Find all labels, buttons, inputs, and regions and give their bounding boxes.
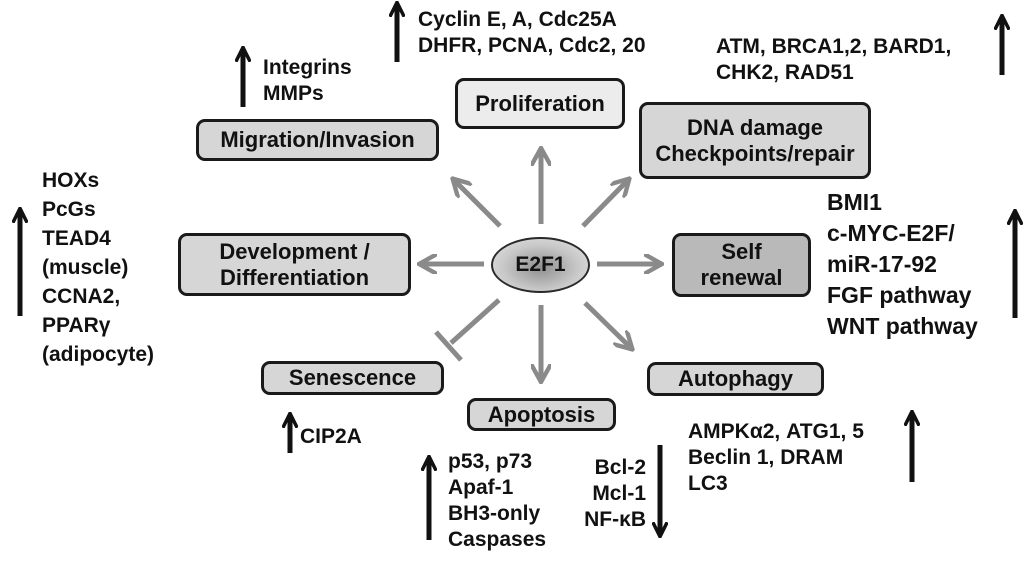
self-renewal-label-line1: Self — [721, 239, 762, 264]
dna-damage-label-line2: Checkpoints/repair — [655, 140, 855, 166]
development-gene-list: HOXs PcGs TEAD4 (muscle) CCNA2, PPARγ (a… — [42, 166, 154, 369]
senescence-gene-list: CIP2A — [300, 424, 362, 450]
gene-list-line: miR-17-92 — [827, 251, 937, 277]
e2f1-label: E2F1 — [515, 253, 566, 276]
self-renewal-box: Self renewal — [672, 233, 811, 297]
gene-list-line: (muscle) — [42, 256, 129, 279]
migration-label: Migration/Invasion — [220, 127, 415, 152]
autophagy-box: Autophagy — [647, 362, 824, 396]
apoptosis-label: Apoptosis — [487, 401, 596, 427]
apoptosis-box: Apoptosis — [467, 398, 616, 431]
gene-list-line: HOXs — [42, 169, 100, 192]
gene-list-line: DHFR, PCNA, Cdc2, 20 — [418, 34, 646, 57]
senescence-box: Senescence — [261, 361, 444, 395]
edge-migration — [454, 180, 502, 228]
gene-list-line: BH3-only — [448, 502, 541, 525]
gene-list-line: c-MYC-E2F/ — [827, 220, 955, 246]
migration-box: Migration/Invasion — [196, 119, 439, 161]
gene-list-line: (adipocyte) — [42, 343, 155, 366]
self-renewal-label-line2: renewal — [700, 265, 783, 290]
gene-list-line: PcGs — [42, 198, 96, 221]
autophagy-gene-list: AMPKα2, ATG1, 5 Beclin 1, DRAM LC3 — [688, 419, 864, 497]
gene-list-line: Apaf-1 — [448, 476, 514, 499]
dna-damage-box: DNA damage Checkpoints/repair — [639, 102, 871, 179]
gene-list-line: AMPKα2, ATG1, 5 — [688, 420, 864, 443]
gene-list-line: Cyclin E, A, Cdc25A — [418, 8, 617, 31]
self-renewal-gene-list: BMI1 c-MYC-E2F/ miR-17-92 FGF pathway WN… — [827, 187, 978, 342]
development-label-line2: Differentiation — [219, 264, 370, 290]
gene-list-line: CCNA2, — [42, 285, 121, 308]
gene-list-line: CHK2, RAD51 — [716, 61, 854, 84]
gene-list-line: BMI1 — [827, 189, 882, 215]
dna-damage-label-line1: DNA damage — [686, 114, 824, 140]
gene-list-line: CIP2A — [300, 425, 362, 448]
dna-damage-gene-list: ATM, BRCA1,2, BARD1, CHK2, RAD51 — [716, 34, 951, 86]
edge-senescence-inhibition — [434, 298, 501, 362]
gene-list-line: p53, p73 — [448, 450, 533, 473]
gene-list-line: LC3 — [688, 472, 728, 495]
gene-list-line: Bcl-2 — [594, 456, 646, 479]
migration-gene-list: Integrins MMPs — [263, 55, 352, 107]
gene-list-line: Beclin 1, DRAM — [688, 446, 844, 469]
edge-dna-damage — [581, 180, 628, 228]
gene-list-line: PPARγ — [42, 314, 111, 337]
apoptosis-down-gene-list: Bcl-2 Mcl-1 NF-κB — [573, 455, 646, 533]
autophagy-label: Autophagy — [678, 366, 793, 391]
gene-list-line: Integrins — [263, 56, 352, 79]
gene-list-line: ATM, BRCA1,2, BARD1, — [716, 35, 952, 58]
development-box: Development / Differentiation — [178, 233, 411, 296]
gene-list-line: Caspases — [448, 528, 547, 551]
gene-list-line: MMPs — [263, 82, 324, 105]
gene-list-line: NF-κB — [584, 508, 646, 531]
development-label-line1: Development / — [219, 238, 370, 264]
senescence-label: Senescence — [288, 365, 417, 390]
gene-list-line: WNT pathway — [827, 313, 978, 339]
proliferation-label: Proliferation — [475, 90, 605, 116]
e2f1-node: E2F1 — [491, 237, 590, 293]
gene-list-line: FGF pathway — [827, 282, 972, 308]
proliferation-gene-list: Cyclin E, A, Cdc25A DHFR, PCNA, Cdc2, 20 — [418, 7, 646, 59]
edge-autophagy — [583, 301, 631, 348]
apoptosis-up-gene-list: p53, p73 Apaf-1 BH3-only Caspases — [448, 449, 546, 553]
proliferation-box: Proliferation — [455, 78, 625, 129]
gene-list-line: Mcl-1 — [592, 482, 646, 505]
gene-list-line: TEAD4 — [42, 227, 111, 250]
